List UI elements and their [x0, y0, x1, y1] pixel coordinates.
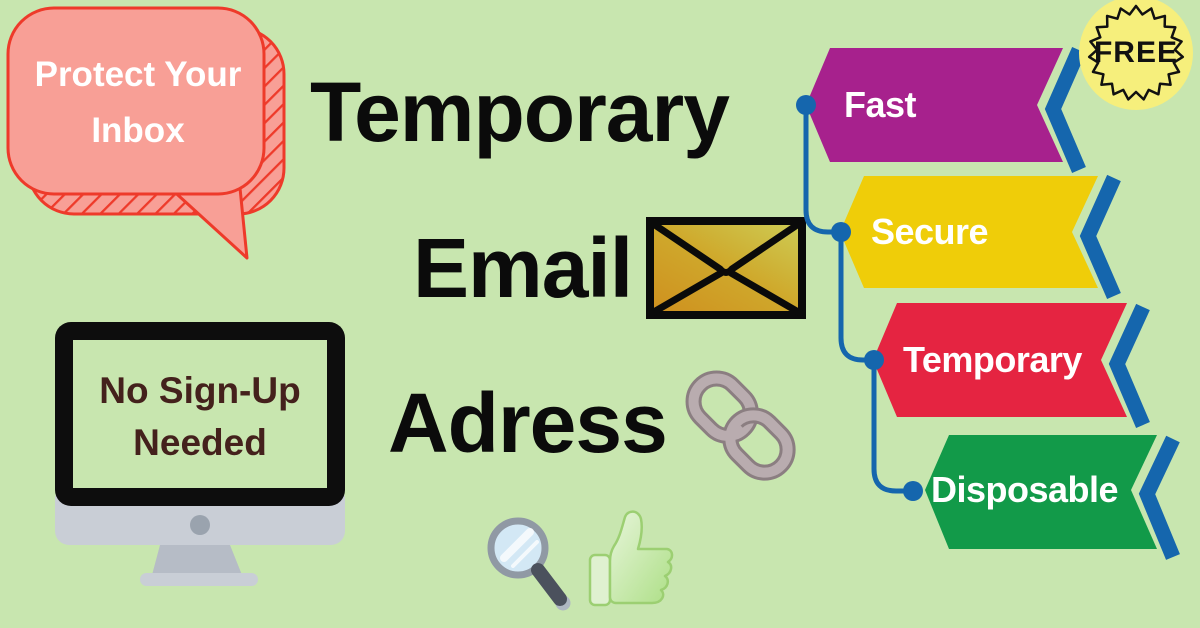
monitor-text-line2: Needed	[133, 422, 267, 463]
title-line-1: Temporary	[310, 65, 730, 159]
free-badge-zigzag	[1087, 4, 1185, 101]
connector-line-2	[838, 229, 877, 363]
magnifier-icon	[487, 517, 571, 611]
connector-dot-2	[831, 222, 851, 242]
connector-dot-4	[903, 481, 923, 501]
feature-arrow-disposable-shadow	[1138, 435, 1180, 560]
feature-arrow-temporary	[873, 303, 1127, 417]
feature-arrow-secure-shadow	[1079, 174, 1121, 299]
desktop-monitor-illustration	[55, 322, 345, 586]
feature-arrow-fast	[806, 48, 1063, 162]
feature-label-temporary: Temporary	[903, 339, 1082, 380]
title-line-3: Adress	[388, 376, 668, 470]
speech-bubble-body	[6, 6, 266, 196]
monitor-screen-text: No Sign-Up Needed	[73, 365, 327, 469]
feature-label-fast: Fast	[844, 84, 917, 125]
free-badge-label: FREE	[1093, 36, 1178, 69]
speech-bubble-line1: Protect Your	[34, 55, 242, 94]
monitor-camera-dot	[190, 515, 210, 535]
envelope-icon	[646, 217, 806, 319]
speech-bubble	[6, 6, 286, 260]
speech-bubble-line2: Inbox	[91, 111, 185, 150]
feature-label-disposable: Disposable	[931, 469, 1119, 510]
feature-arrow-list	[796, 46, 1180, 560]
connector-dot-1	[796, 95, 816, 115]
feature-arrow-temporary-shadow	[1108, 303, 1150, 428]
connector-dot-3	[864, 350, 884, 370]
connector-line-3	[871, 357, 916, 494]
speech-bubble-text: Protect Your Inbox	[18, 47, 258, 159]
title-line-2: Email	[413, 221, 633, 315]
feature-arrow-fast-shadow	[1044, 46, 1086, 173]
connector-line-1	[803, 102, 844, 235]
feature-arrow-secure	[840, 176, 1098, 288]
monitor-base	[140, 573, 258, 586]
feature-label-secure: Secure	[871, 211, 989, 252]
link-icon	[685, 370, 796, 481]
free-starburst-badge	[1079, 0, 1193, 110]
monitor-text-line1: No Sign-Up	[99, 370, 301, 411]
thumbs-up-icon	[588, 510, 674, 607]
monitor-screen	[73, 340, 327, 488]
monitor-stand	[152, 545, 242, 575]
feature-arrow-disposable	[925, 435, 1157, 549]
